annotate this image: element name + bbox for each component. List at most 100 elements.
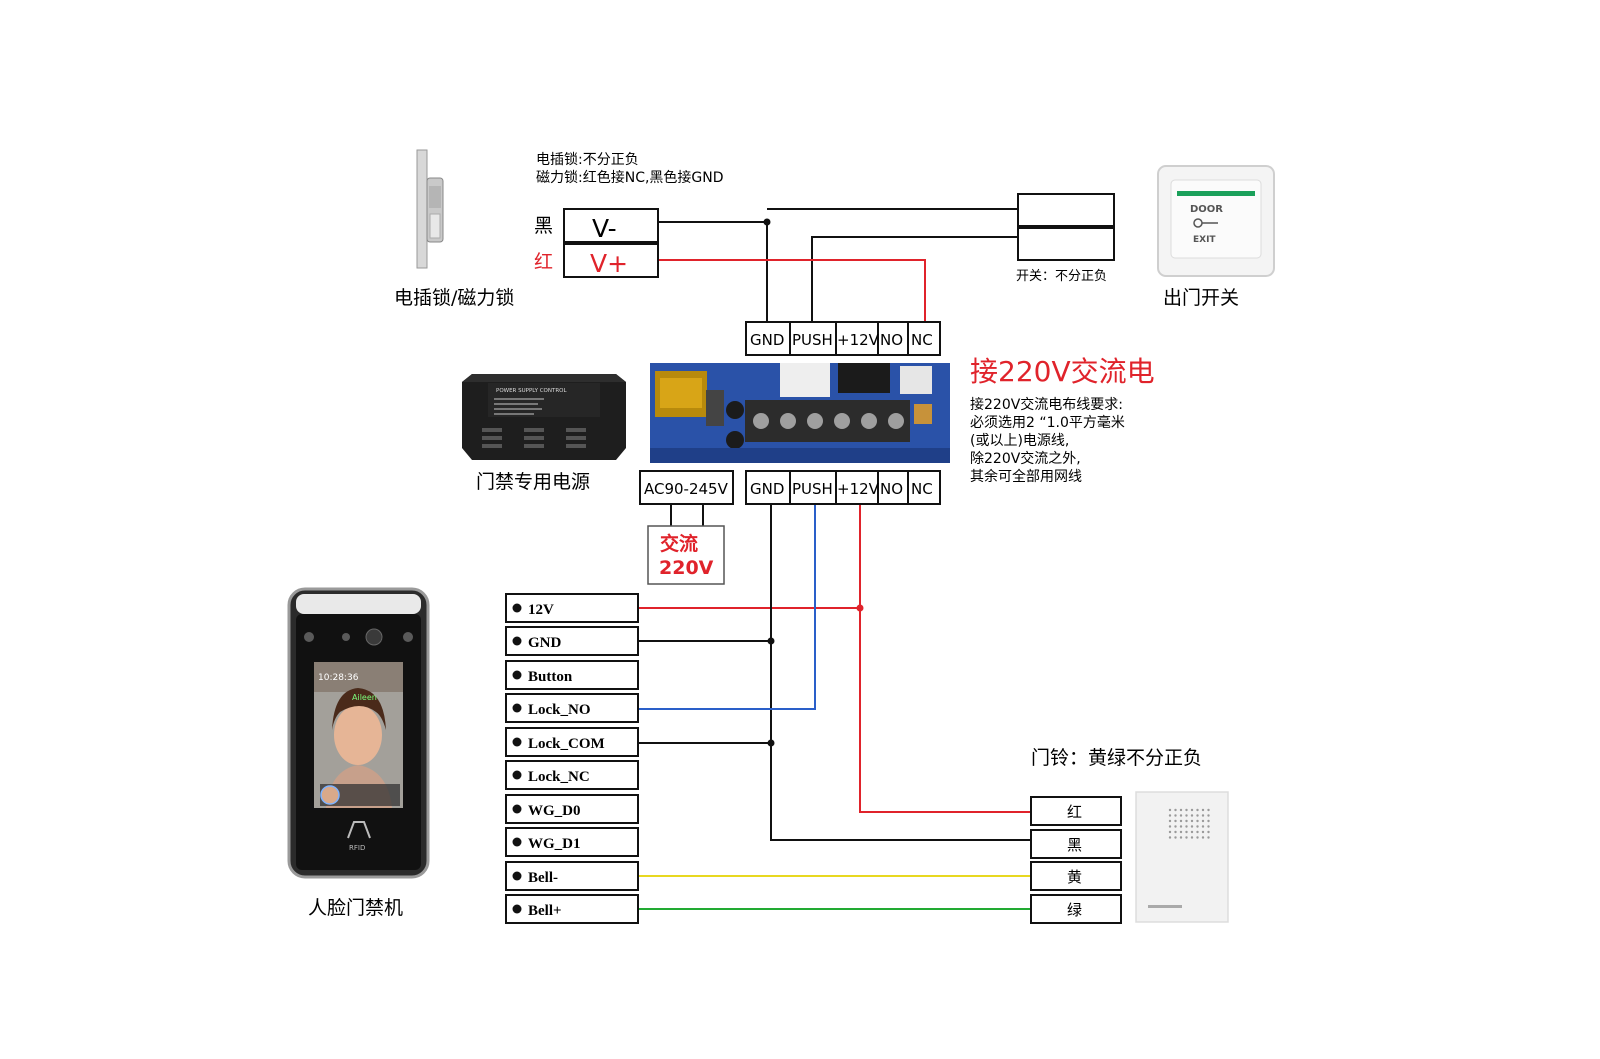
- mains-note-line: 接220V交流电布线要求:: [970, 396, 1123, 413]
- pin-label: Lock_NO: [528, 702, 591, 718]
- pin-label: WG_D0: [528, 803, 581, 819]
- grille-dot: [1196, 819, 1199, 823]
- face-terminal-illustration: 10:28:36 Aileen RFID: [287, 587, 430, 879]
- bottom-terminal-12v: [835, 470, 879, 505]
- bell-wire-yellow: [1030, 861, 1122, 891]
- junction-dot: [763, 218, 771, 226]
- electric-lock-illustration: [416, 149, 444, 269]
- exit-button-face-bottom: EXIT: [1193, 235, 1216, 245]
- pcb-board-illustration: [650, 363, 950, 463]
- terminal-logo: RFID: [349, 844, 365, 852]
- lock-vminus-label: V-: [592, 214, 617, 243]
- exit-button-illustration: DOOR EXIT: [1157, 165, 1275, 277]
- grille-dot: [1174, 819, 1177, 823]
- grille-dot: [1174, 825, 1177, 828]
- lock-note-line1: 电插锁:不分正负: [536, 152, 639, 168]
- exit-switch-terminal-top: [1017, 193, 1115, 227]
- top-terminal-nc-label: NC: [911, 331, 933, 349]
- grille-dot: [1185, 830, 1188, 834]
- bell-wire-green: [1030, 894, 1122, 924]
- bell-wire-label: 红: [1067, 803, 1082, 821]
- face-terminal-caption: 人脸门禁机: [308, 897, 403, 919]
- grille-dot: [1168, 836, 1172, 839]
- exit-button-face-top: DOOR: [1190, 204, 1223, 215]
- screen-name: Aileen: [352, 693, 377, 702]
- power-supply-case-label: POWER SUPPLY CONTROL: [496, 388, 568, 394]
- screen-time: 10:28:36: [318, 673, 359, 683]
- mains-note-line: (或以上)电源线,: [970, 433, 1069, 449]
- lock-vminus-terminal: [563, 208, 659, 243]
- exit-switch-terminal-bottom: [1017, 227, 1115, 261]
- grille-dot: [1207, 808, 1210, 812]
- bottom-terminal-gnd-label: GND: [750, 480, 784, 498]
- lock-red-label: 红: [534, 251, 553, 273]
- top-terminal-12v-label: +12V: [837, 331, 880, 349]
- bottom-terminal-nc-label: NC: [911, 480, 933, 498]
- top-terminal-no-label: NO: [880, 331, 903, 349]
- grille-dot: [1179, 814, 1183, 817]
- power-supply-caption: 门禁专用电源: [476, 471, 590, 493]
- doorbell-wire-terminals: 红 黑 黄 绿: [1030, 796, 1122, 924]
- grille-dot: [1174, 830, 1177, 834]
- grille-dot: [1174, 808, 1177, 812]
- grille-dot: [1174, 814, 1177, 817]
- lock-vplus-label: V+: [590, 249, 628, 278]
- top-terminal-nc: [907, 321, 941, 356]
- top-terminal-push: [789, 321, 837, 356]
- camera-icon: [304, 632, 314, 642]
- grille-dot: [1179, 836, 1183, 839]
- grille-dot: [1196, 836, 1199, 839]
- top-terminal-gnd-label: GND: [750, 331, 784, 349]
- grille-dot: [1168, 808, 1172, 812]
- mains-note-title: 接220V交流电: [970, 355, 1155, 388]
- grille-dot: [1190, 814, 1194, 817]
- pin-wg-d0: [505, 794, 639, 824]
- pin-lock-nc: [505, 760, 639, 790]
- face-photo: [334, 705, 382, 765]
- bottom-terminal-strip: GND PUSH +12V NO NC: [745, 470, 941, 505]
- grille-dot: [1179, 819, 1183, 823]
- ac-input-box: [647, 525, 725, 585]
- wire-lock-vplus-nc: [658, 259, 926, 322]
- grille-dot: [1179, 825, 1183, 828]
- pin-label: Bell+: [528, 903, 562, 919]
- pin-label: Lock_NC: [528, 769, 590, 785]
- terminal-pin-list: 12V GND Button Lock_NO Lock_COM Lock_NC …: [505, 593, 639, 924]
- ac-terminal-label: AC90-245V: [644, 480, 729, 498]
- pin-button: [505, 660, 639, 690]
- doorbell-note: 门铃：黄绿不分正负: [1031, 747, 1202, 769]
- lock-vplus-terminal: [563, 243, 659, 278]
- grille-dot: [1207, 836, 1210, 839]
- grille-dot: [1185, 814, 1188, 817]
- grille-dot: [1185, 819, 1188, 823]
- ac-box-line1: 交流: [660, 532, 698, 555]
- grille-dot: [1168, 819, 1172, 823]
- bottom-terminal-push: [789, 470, 837, 505]
- pin-wg-d1: [505, 827, 639, 857]
- pin-gnd: [505, 626, 639, 656]
- bottom-terminal-no-label: NO: [880, 480, 903, 498]
- ac-box-line2: 220V: [659, 557, 714, 579]
- grille-dot: [1196, 830, 1199, 834]
- grille-dot: [1196, 825, 1199, 828]
- grille-dot: [1168, 814, 1172, 817]
- grille-dot: [1190, 819, 1194, 823]
- grille-dot: [1201, 808, 1205, 812]
- grille-dot: [1207, 825, 1210, 828]
- pin-label: GND: [528, 635, 562, 651]
- grille-dot: [1190, 808, 1194, 812]
- power-supply-case-illustration: POWER SUPPLY CONTROL: [462, 374, 626, 460]
- bell-wire-label: 黑: [1067, 836, 1082, 854]
- grille-dot: [1168, 825, 1172, 828]
- bell-wire-label: 绿: [1067, 901, 1082, 919]
- top-terminal-gnd: [745, 321, 791, 356]
- bottom-terminal-gnd: [745, 470, 791, 505]
- pin-label: Button: [528, 669, 573, 685]
- top-terminal-push-label: PUSH: [792, 331, 833, 349]
- bell-wire-red: [1030, 796, 1122, 826]
- mains-note-line: 其余可全部用网线: [970, 468, 1082, 485]
- doorbell-illustration: [1135, 791, 1229, 923]
- mains-note-line: 必须选用2 “1.0平方毫米: [970, 414, 1125, 431]
- grille-dot: [1201, 814, 1205, 817]
